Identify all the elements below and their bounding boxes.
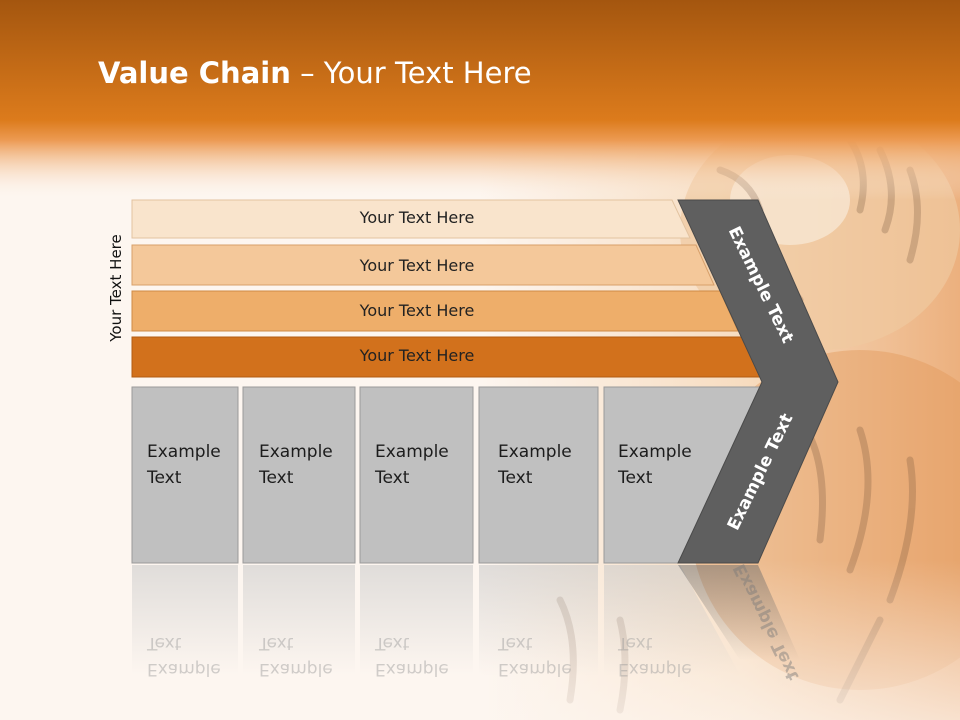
- title-rest: – Your Text Here: [290, 56, 532, 90]
- box-4: [478, 386, 599, 564]
- band-3-label: Your Text Here: [359, 301, 475, 320]
- box-2: [242, 386, 356, 564]
- title-bold: Value Chain: [98, 56, 291, 90]
- box-1: [131, 386, 239, 564]
- band-1: [131, 199, 691, 239]
- chevron-arrow: [677, 199, 839, 564]
- band-1-label: Your Text Here: [359, 208, 475, 227]
- page-title: Value Chain – Your Text Here: [98, 56, 532, 90]
- band-4-label: Your Text Here: [359, 346, 475, 365]
- band-2-label: Your Text Here: [359, 256, 475, 275]
- header-banner: [0, 0, 960, 200]
- band-2: [131, 244, 715, 286]
- box-3: [359, 386, 474, 564]
